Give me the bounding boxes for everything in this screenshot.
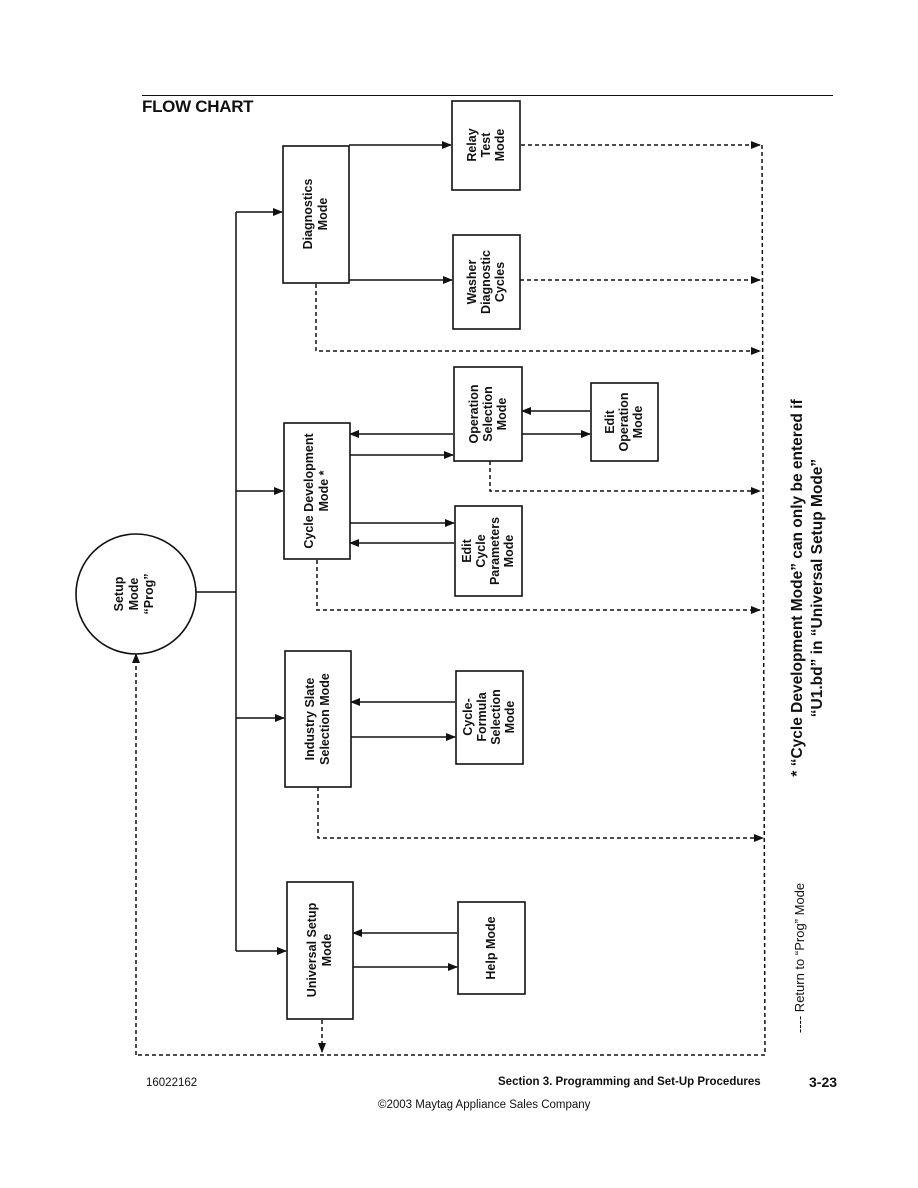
node-cycle-formula-line: Selection — [489, 689, 503, 745]
footnote: * “Cycle Development Mode” can only be e… — [789, 399, 826, 777]
node-edit-cycle-parameters-line: Parameters — [488, 517, 502, 585]
legend-text: ---- Return to “Prog” Mode — [792, 883, 807, 1033]
return-paths — [132, 141, 766, 1056]
node-operation-selection-line: Selection — [481, 386, 495, 442]
node-diagnostics-line: Mode — [316, 198, 330, 231]
page-number: 3-23 — [809, 1074, 838, 1090]
section-title: Section 3. Programming and Set-Up Proced… — [498, 1076, 761, 1088]
return-from-diagnostics — [315, 284, 761, 355]
node-setup: Setup Mode “Prog” — [75, 533, 197, 655]
node-industry-slate-line: Industry Slate — [303, 678, 317, 761]
node-cycle-development-line: Cycle Development — [302, 433, 316, 549]
node-cycle-formula-line: Cycle- — [461, 698, 475, 736]
return-from-operation — [489, 461, 761, 495]
node-setup-line: Mode — [127, 578, 141, 611]
node-setup-line: “Prog” — [142, 574, 156, 615]
node-operation-selection-line: Mode — [495, 398, 509, 431]
node-industry-slate-line: Selection Mode — [318, 673, 332, 765]
node-edit-cycle-parameters-line: Edit — [460, 538, 474, 562]
node-edit-operation-line: Operation — [617, 392, 631, 451]
node-operation-selection: Operation Selection Mode — [453, 366, 523, 462]
node-washer-diagnostic: Washer Diagnostic Cycles — [452, 234, 521, 330]
node-help: Help Mode — [457, 901, 526, 995]
solid-connectors — [195, 141, 591, 971]
node-universal-setup: Universal Setup Mode — [286, 881, 354, 1020]
node-edit-operation-line: Edit — [603, 409, 617, 433]
node-edit-operation: Edit Operation Mode — [590, 382, 659, 462]
footnote-line: “U1.bd” in “Universal Setup Mode” — [809, 459, 826, 717]
node-relay-test-line: Mode — [493, 129, 507, 162]
node-edit-cycle-parameters: Edit Cycle Parameters Mode — [454, 505, 523, 597]
return-bus-right — [761, 144, 766, 1056]
node-relay-test-line: Relay — [465, 128, 479, 161]
node-operation-selection-line: Operation — [467, 384, 481, 443]
copyright: ©2003 Maytag Appliance Sales Company — [378, 1099, 591, 1111]
node-diagnostics: Diagnostics Mode — [282, 145, 350, 284]
node-relay-test-line: Test — [479, 132, 493, 158]
node-universal-setup-line: Universal Setup — [305, 902, 319, 997]
node-help-line: Help Mode — [484, 916, 498, 979]
node-washer-diagnostic-line: Diagnostic — [479, 250, 493, 314]
footnote-line: * “Cycle Development Mode” can only be e… — [789, 399, 806, 777]
node-diagnostics-line: Diagnostics — [301, 179, 315, 250]
header-rule — [142, 95, 833, 96]
node-washer-diagnostic-line: Cycles — [493, 262, 507, 302]
return-from-industry — [317, 787, 764, 842]
node-industry-slate: Industry Slate Selection Mode — [284, 650, 352, 788]
node-cycle-development-line: Mode * — [317, 470, 331, 511]
node-washer-diagnostic-line: Washer — [465, 260, 479, 305]
node-edit-cycle-parameters-line: Mode — [502, 535, 516, 568]
node-cycle-formula-line: Mode — [503, 701, 517, 734]
node-edit-operation-line: Mode — [631, 406, 645, 439]
node-universal-setup-line: Mode — [320, 934, 334, 967]
node-cycle-formula: Cycle- Formula Selection Mode — [455, 670, 524, 765]
node-edit-cycle-parameters-line: Cycle — [474, 534, 488, 567]
doc-number: 16022162 — [146, 1077, 198, 1089]
legend: ---- Return to “Prog” Mode — [792, 883, 807, 1033]
node-cycle-formula-line: Formula — [475, 691, 489, 741]
node-relay-test: Relay Test Mode — [451, 100, 521, 191]
node-cycle-development: Cycle Development Mode * — [283, 422, 351, 560]
node-setup-line: Setup — [112, 576, 126, 611]
page-title: FLOW CHART — [142, 97, 254, 116]
return-from-cycle-dev — [316, 560, 761, 614]
